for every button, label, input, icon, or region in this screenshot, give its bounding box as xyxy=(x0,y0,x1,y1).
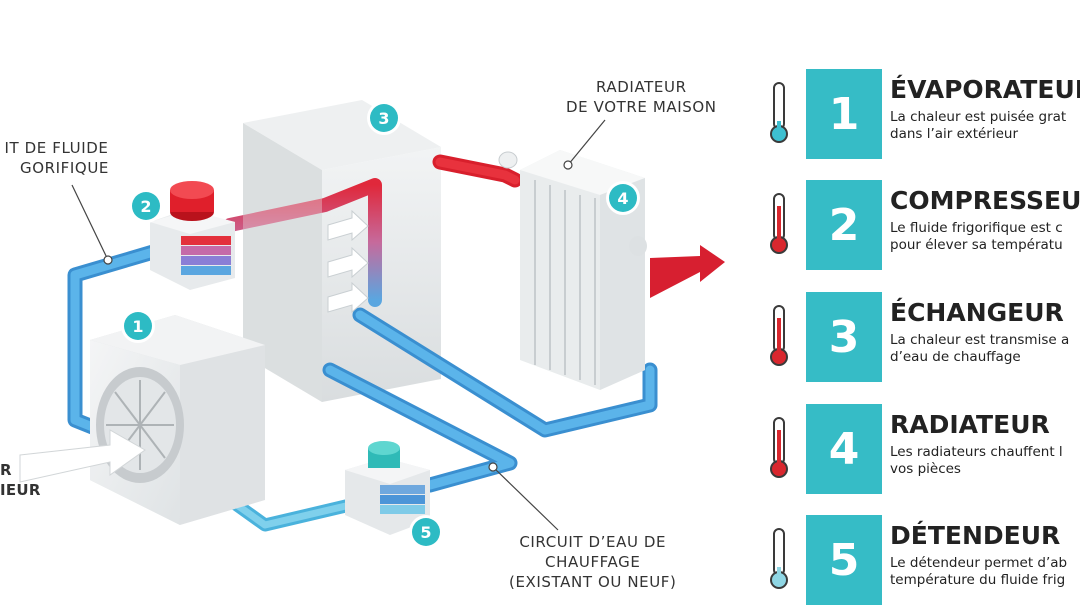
badge-exchanger: 3 xyxy=(370,104,398,132)
legend-row-evaporator: 1 ÉVAPORATEUR La chaleur est puisée grat… xyxy=(760,69,1080,159)
legend-title: RADIATEUR xyxy=(890,410,1050,439)
badge-evaporator: 1 xyxy=(124,312,152,340)
thermometer-cold-icon xyxy=(770,528,788,589)
heat-pump-diagram xyxy=(19,100,725,535)
exchanger-arrows xyxy=(327,209,369,314)
badge-expansion-valve: 5 xyxy=(412,518,440,546)
cold-pipes xyxy=(67,242,658,532)
thermometer-cold-icon xyxy=(770,82,788,143)
badge-compressor: 2 xyxy=(132,192,160,220)
thermometer-hot-icon xyxy=(770,193,788,254)
outside-air-label: R IEUR xyxy=(0,461,41,499)
badge-radiator: 4 xyxy=(609,184,637,212)
legend-number: 4 xyxy=(806,404,882,494)
leader-lines xyxy=(71,119,606,531)
legend-number: 1 xyxy=(806,69,882,159)
legend-number: 3 xyxy=(806,292,882,382)
outdoor-unit xyxy=(90,315,265,525)
radiator-callout: RADIATEUR DE VOTRE MAISON xyxy=(566,78,717,116)
hot-pipes xyxy=(223,154,523,337)
expansion-valve-unit xyxy=(345,441,430,535)
legend-title: DÉTENDEUR xyxy=(890,521,1061,550)
fluid-circuit-label: IT DE FLUIDE GORIFIQUE xyxy=(4,139,109,177)
thermometer-hot-icon xyxy=(770,417,788,478)
outside-air-arrow xyxy=(19,429,146,483)
legend-title: ÉCHANGEUR xyxy=(890,298,1064,327)
legend-number: 5 xyxy=(806,515,882,605)
legend-number: 2 xyxy=(806,180,882,270)
legend-title: ÉVAPORATEUR xyxy=(890,75,1080,104)
water-circuit-label: CIRCUIT D’EAU DE CHAUFFAGE (EXISTANT OU … xyxy=(509,533,677,591)
heat-output-arrow xyxy=(650,245,725,298)
legend-title: COMPRESSEUR xyxy=(890,186,1080,215)
thermometer-hot-icon xyxy=(770,305,788,366)
radiator-unit xyxy=(498,150,647,390)
compressor-unit xyxy=(150,181,235,290)
legend-row-compressor: 2 COMPRESSEUR Le fluide frigorifique est… xyxy=(760,180,1080,270)
